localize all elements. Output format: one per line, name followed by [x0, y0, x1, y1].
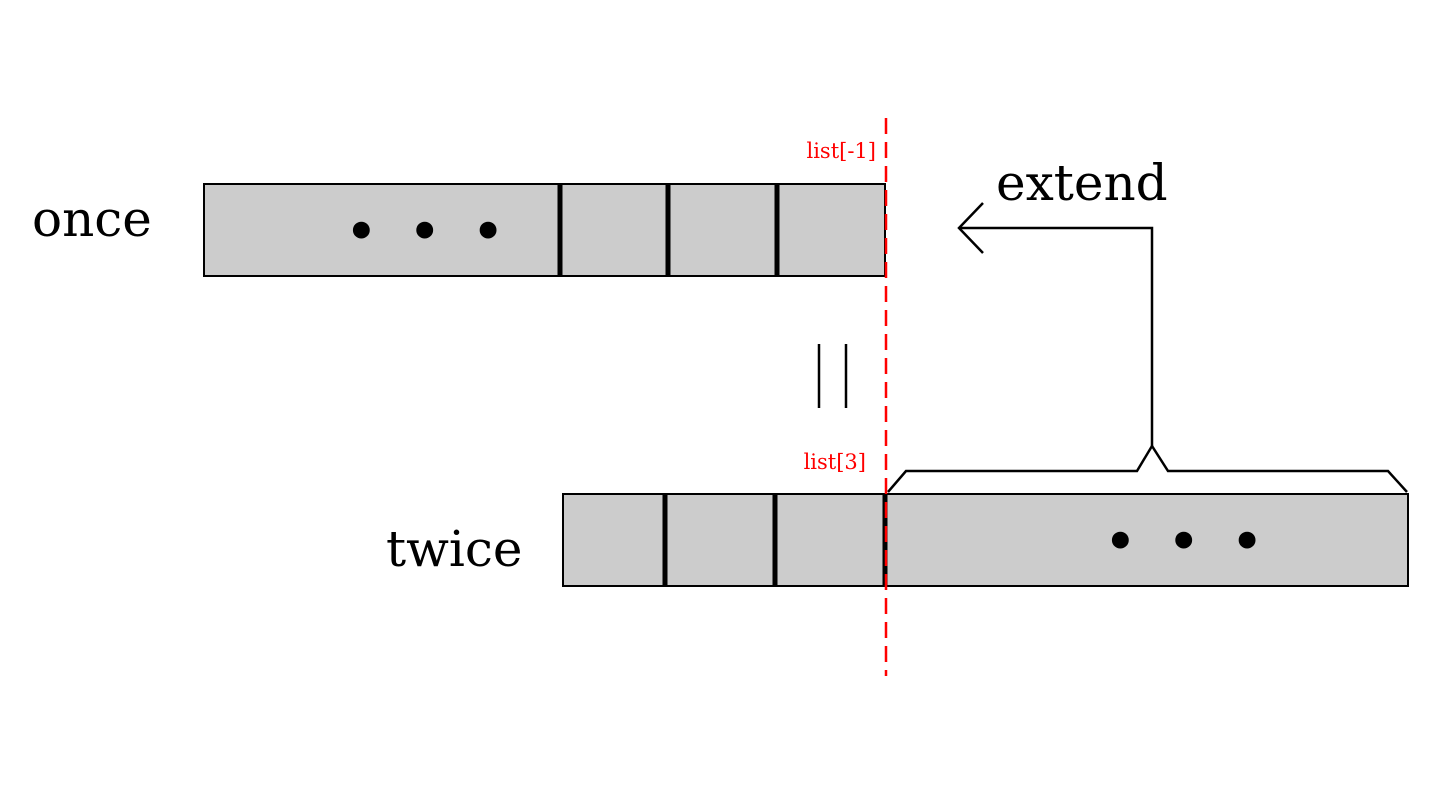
- twice-list-bar: [562, 493, 1409, 587]
- once-label: once: [32, 190, 152, 248]
- extend-arrow: extend: [957, 154, 1168, 446]
- once-ellipsis: • • •: [346, 204, 511, 260]
- extension-brace: [887, 443, 1408, 493]
- once-list-bar: [203, 183, 886, 277]
- once-row: once • • •: [32, 183, 886, 277]
- extend-label: extend: [996, 154, 1168, 212]
- twice-label: twice: [386, 520, 522, 578]
- index-label-last: list[-1]: [807, 139, 877, 163]
- extend-arrow-shaft: [960, 226, 1154, 446]
- twice-ellipsis: • • •: [1105, 514, 1270, 570]
- index-label-fourth: list[3]: [804, 450, 866, 474]
- twice-row: twice • • •: [386, 493, 1409, 587]
- equals-sign-group: [817, 344, 848, 408]
- extend-arrow-head: [957, 202, 984, 254]
